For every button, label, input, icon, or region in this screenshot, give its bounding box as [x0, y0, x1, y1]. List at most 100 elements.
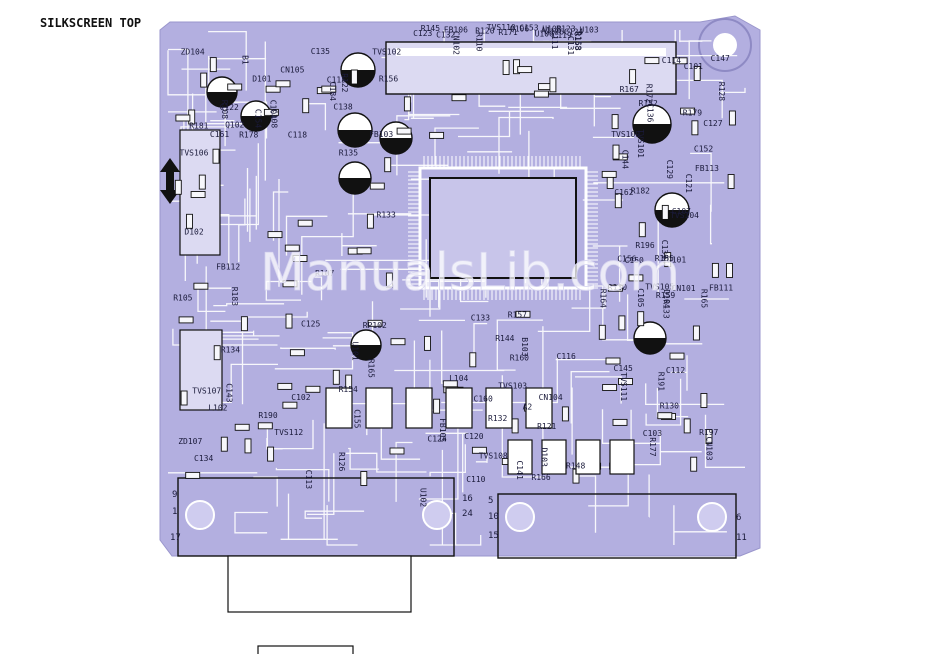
component-label: TVS101	[636, 129, 645, 158]
component-label: ZD107	[178, 437, 202, 446]
smd-pad	[265, 85, 281, 93]
component-label: R105	[173, 294, 192, 303]
component-label: TVS107	[192, 386, 221, 395]
tvs-diode	[485, 387, 513, 429]
component-label: B103	[520, 337, 529, 356]
smd-pad	[728, 110, 736, 126]
smd-pad	[193, 282, 209, 290]
trace	[208, 30, 247, 91]
capacitor-polarity-band	[339, 178, 371, 194]
smd-pad	[212, 148, 220, 164]
component-label: C110	[466, 475, 485, 484]
trace	[425, 432, 468, 493]
smd-pad	[227, 83, 243, 91]
trace	[285, 215, 328, 256]
trace	[670, 355, 688, 391]
component-label: R108	[220, 100, 229, 119]
smd-pad	[561, 406, 569, 422]
tvs-diode	[541, 439, 567, 475]
connector-hole-cn103-left	[505, 502, 535, 532]
smd-pad	[285, 313, 293, 329]
component-label: C150	[625, 256, 644, 265]
component-label: C127	[703, 119, 722, 128]
component-label: R120	[475, 27, 494, 36]
smd-pad	[321, 85, 337, 93]
connector-pin-label: 17	[170, 533, 181, 543]
smd-pad	[350, 69, 358, 85]
smd-pad	[175, 114, 191, 122]
component-label: U103	[579, 26, 598, 35]
smd-pad	[257, 422, 273, 430]
smd-pad	[297, 219, 313, 227]
connector-pin-label: 10	[488, 512, 499, 522]
smd-pad	[664, 252, 672, 268]
component-label: C101	[684, 62, 703, 71]
trace	[253, 476, 278, 507]
tvs-diode	[445, 387, 473, 429]
trace	[313, 276, 323, 301]
trace	[340, 268, 431, 317]
component-label: C144	[621, 150, 630, 169]
smd-pad	[657, 412, 673, 420]
smd-pad	[367, 319, 383, 327]
main-ic-die	[429, 177, 577, 279]
component-label: C104	[269, 100, 278, 119]
smd-pad	[614, 193, 622, 209]
cable-outline-lower	[257, 645, 354, 654]
smd-pad	[637, 311, 645, 327]
smd-pad	[602, 384, 618, 391]
component-label: R152	[639, 99, 658, 108]
trace	[718, 87, 746, 94]
smd-pad	[669, 352, 685, 360]
smd-pad	[385, 272, 393, 288]
trace	[537, 286, 591, 333]
smd-pad	[244, 438, 252, 454]
component-label: D102	[184, 228, 203, 237]
trace	[274, 356, 354, 370]
component-label: C123	[413, 29, 432, 38]
top-header-pins	[396, 48, 666, 56]
watermark: ManualsLib.com	[260, 243, 680, 303]
trace	[592, 245, 628, 302]
component-label: R190	[258, 411, 277, 420]
component-label: R158	[574, 31, 583, 50]
smd-pad	[683, 418, 691, 434]
main-ic-body	[418, 166, 588, 290]
capacitor-polarity-band	[380, 138, 412, 154]
smd-pad	[396, 127, 412, 135]
smd-pad	[200, 72, 208, 88]
capacitor-polarity-band	[241, 116, 271, 131]
component-label: R126	[337, 452, 346, 471]
smd-pad	[178, 316, 194, 324]
smd-pad	[186, 213, 193, 229]
component-label: L104	[449, 374, 468, 383]
component-labels: D101C101U101C105Q106B103C104C144C143C145…	[173, 23, 733, 507]
trace	[203, 330, 255, 337]
component-label: C121	[684, 174, 693, 193]
component-label: C143	[225, 383, 234, 402]
component-label: TVS109	[611, 130, 640, 139]
smd-pad	[429, 131, 445, 139]
component-label: C139	[660, 240, 669, 259]
component-label: R135	[339, 149, 358, 158]
component-label: C132	[436, 30, 455, 39]
component-label: R110	[475, 32, 484, 51]
component-label: R177	[648, 437, 657, 456]
smd-pad	[644, 57, 660, 65]
main-ic-pins	[408, 156, 598, 300]
component-label: TVS102	[372, 48, 401, 57]
smd-pad	[302, 98, 310, 114]
capacitor-polarity-band	[207, 92, 237, 107]
component-label: R182	[631, 187, 650, 196]
trace	[570, 370, 610, 424]
component-label: TVS108	[479, 452, 508, 461]
component-label: C153	[519, 23, 538, 32]
smd-pad	[213, 345, 221, 361]
smd-pad	[700, 393, 708, 408]
connector-hole-left	[185, 500, 215, 530]
trace	[213, 303, 285, 307]
component-label: Q106	[510, 25, 529, 34]
component-label: A2	[523, 402, 533, 411]
capacitor-polarity-band	[634, 338, 666, 354]
